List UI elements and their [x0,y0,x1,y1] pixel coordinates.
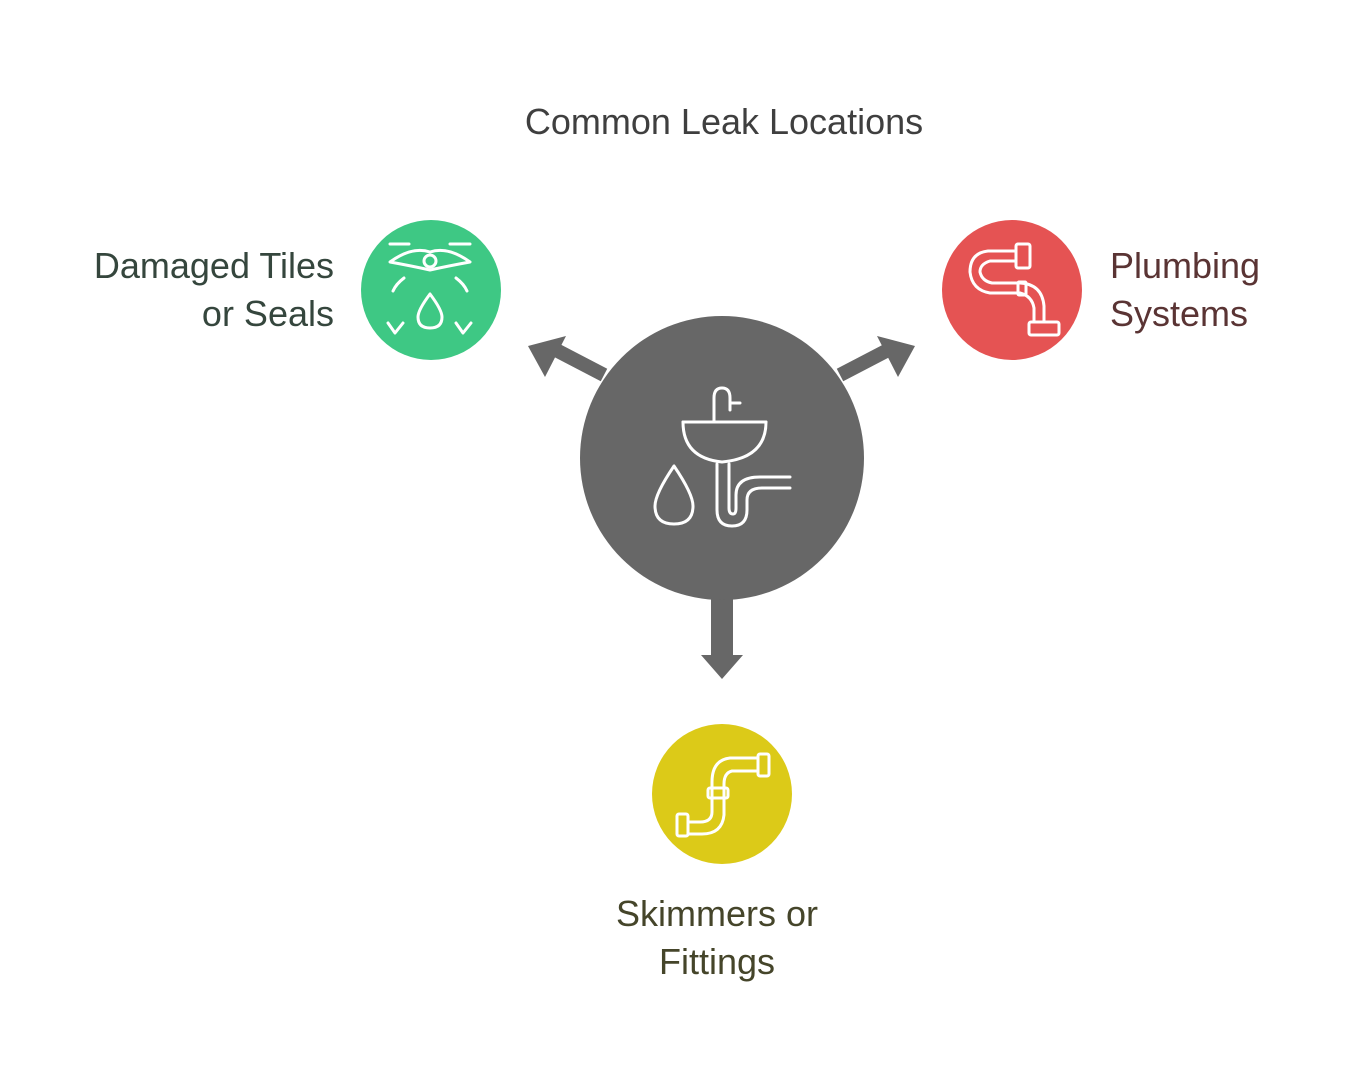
plumbing-node-circle [942,220,1082,360]
plumbing-label-line-2: Systems [1110,293,1249,334]
arrow-to-plumbing [836,336,915,382]
tiles-node-label: Damaged Tiles or Seals [20,242,334,338]
plumbing-label-line-1: Plumbing [1110,245,1261,286]
arrow-to-skimmers [701,595,743,679]
center-hub [580,316,864,600]
tiles-node-circle [361,220,501,360]
tiles-label-line-1: Damaged Tiles [93,245,334,286]
diagram-title: Common Leak Locations [524,101,924,142]
tiles-label-line-2: or Seals [201,293,334,334]
leak-eye-drop-icon [386,242,473,335]
skimmers-label-line-2: Fittings [658,941,776,982]
pipe-fitting-icon [675,752,771,838]
arrow-to-tiles [528,336,608,382]
skimmers-node-circle [652,724,792,864]
skimmers-label-line-1: Skimmers or [615,893,818,934]
sink-leak-icon [653,386,792,528]
elbow-pipe-icon [968,242,1061,337]
skimmers-node-label: Skimmers or Fittings [517,890,917,986]
plumbing-node-label: Plumbing Systems [1110,242,1340,338]
